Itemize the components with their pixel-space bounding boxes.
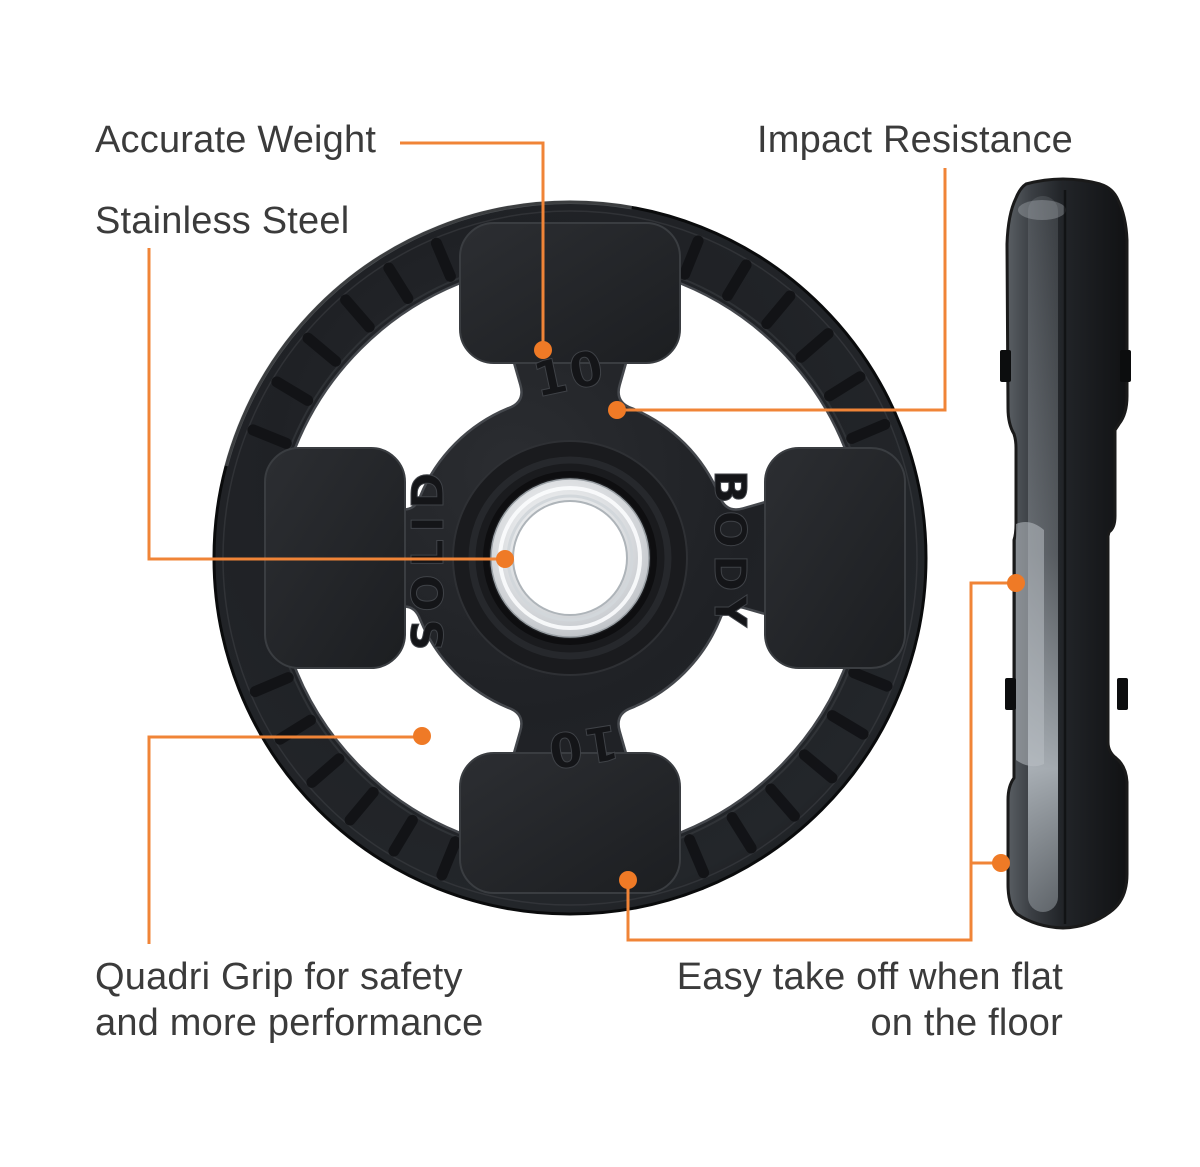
side-tab (1117, 678, 1128, 710)
callout-dot-easy-take-off-front (619, 871, 637, 889)
callout-dot-easy-take-off-side-mid (1007, 574, 1025, 592)
side-tabs (1000, 350, 1131, 710)
side-tab (1000, 350, 1011, 382)
callout-line-stainless-steel (147, 248, 505, 561)
side-view-plate (1000, 177, 1131, 930)
callout-dot-accurate-weight (534, 341, 552, 359)
side-top-sheen (1018, 200, 1066, 220)
label-quadri-grip-line2: and more performance (95, 1001, 484, 1044)
label-easy-take-off: Easy take off when flat on the floor (677, 955, 1063, 1046)
label-impact-resistance-text: Impact Resistance (757, 119, 1073, 161)
callout-dot-impact-resistance (608, 401, 626, 419)
center-hole (512, 500, 628, 616)
label-accurate-weight-text: Accurate Weight (95, 119, 377, 161)
callout-dot-stainless-steel (496, 550, 514, 568)
callout-line-impact-resistance (617, 168, 947, 412)
brand-word-body: BODY (704, 470, 755, 634)
grip-pad-right (764, 447, 906, 669)
label-stainless-steel: Stainless Steel (95, 199, 349, 245)
quadri-grip-pads (264, 222, 906, 894)
label-quadri-grip: Quadri Grip for safety and more performa… (95, 955, 483, 1046)
label-easy-take-off-line2: on the floor (870, 1001, 1063, 1044)
callout-line-quadri-grip (147, 735, 422, 944)
callout-dot-quadri-grip (413, 727, 431, 745)
rim-tread-ribs (679, 235, 891, 444)
grip-pad-top (459, 222, 681, 364)
grip-pad-bottom (459, 752, 681, 894)
side-tab (1120, 350, 1131, 382)
side-mid-sheen (1016, 522, 1044, 767)
label-stainless-steel-text: Stainless Steel (95, 200, 350, 242)
rim-highlight (224, 199, 633, 467)
callout-dot-easy-take-off-side-bottom (992, 854, 1010, 872)
label-easy-take-off-line1: Easy take off when flat (676, 956, 1063, 998)
side-tab (1005, 678, 1016, 710)
label-impact-resistance: Impact Resistance (757, 118, 1073, 164)
weight-marking-bottom: 10 (542, 713, 623, 780)
label-quadri-grip-line1: Quadri Grip for safety (95, 956, 463, 998)
callout-line-accurate-weight (400, 141, 545, 350)
label-accurate-weight: Accurate Weight (95, 118, 376, 164)
